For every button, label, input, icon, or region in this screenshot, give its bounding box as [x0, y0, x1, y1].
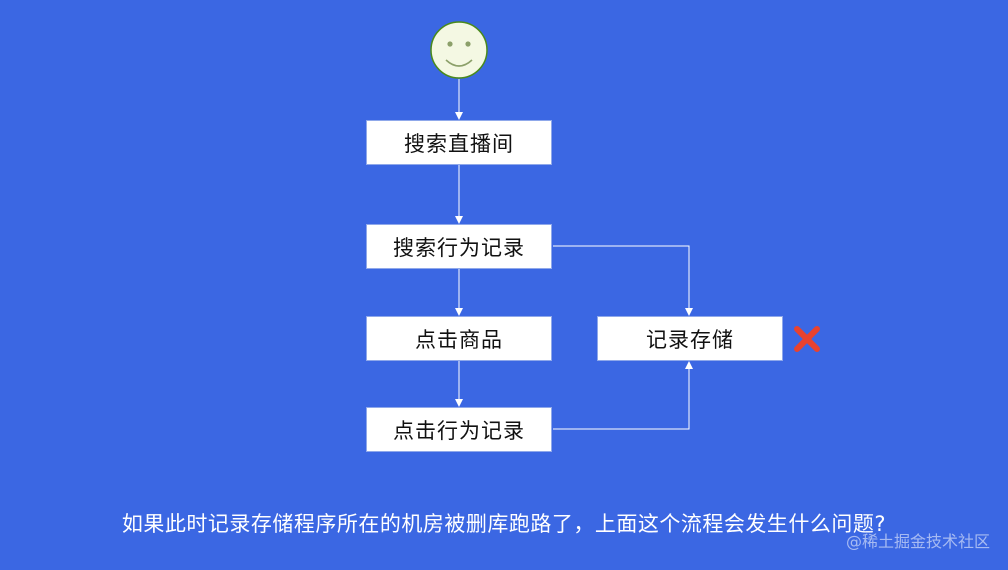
node-click-product: 点击商品: [366, 316, 552, 361]
node-search-live-room: 搜索直播间: [366, 120, 552, 165]
node-click-behavior-log: 点击行为记录: [366, 407, 552, 452]
arrow-clicklog-to-storage: [553, 361, 693, 430]
node-log-storage: 记录存储: [597, 316, 783, 361]
arrow-log-to-storage: [553, 245, 693, 316]
node-search-behavior-log: 搜索行为记录: [366, 224, 552, 269]
watermark-text: @稀土掘金技术社区: [845, 532, 990, 551]
smiley-face-icon: [430, 21, 488, 79]
question-text: 如果此时记录存储程序所在的机房被删库跑路了，上面这个流程会发生什么问题?: [121, 512, 887, 536]
red-cross-icon: [794, 326, 820, 352]
